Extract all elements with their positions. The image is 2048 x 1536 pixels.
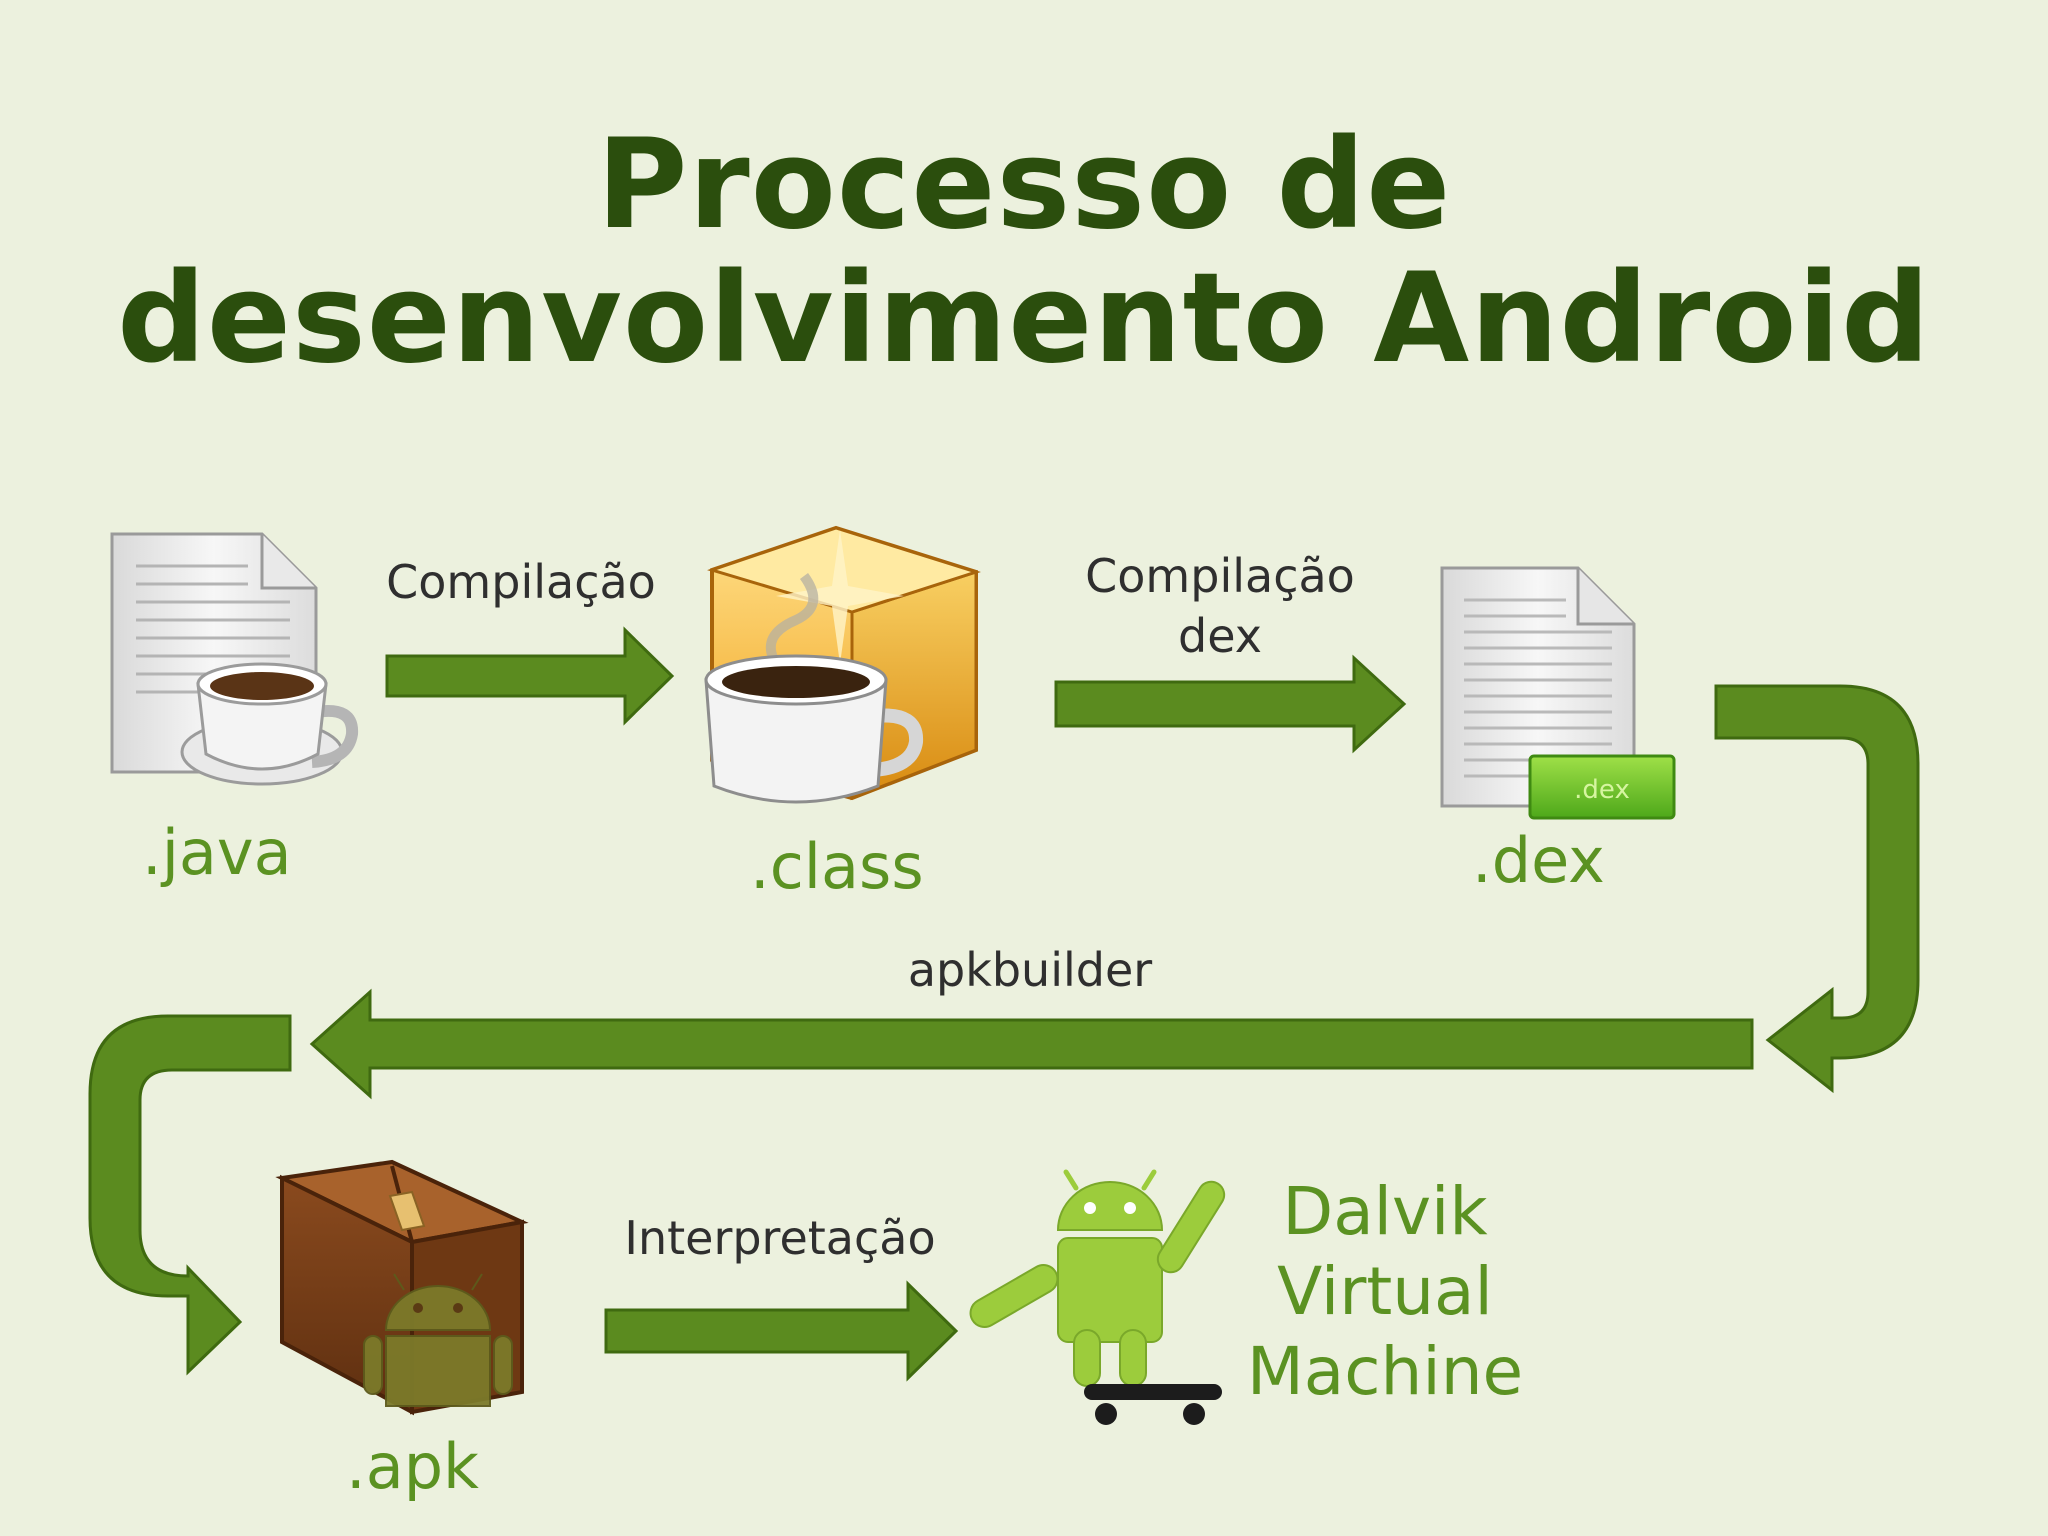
title-line-1: Processo de [596, 113, 1452, 257]
title-line-2: desenvolvimento Android [117, 247, 1931, 391]
java-file-icon [110, 532, 359, 786]
label-machine: Machine [1246, 1333, 1524, 1410]
label-interpret: Interpretação [624, 1211, 936, 1265]
label-dalvik: Dalvik [1282, 1173, 1488, 1250]
dex-badge-text: .dex [1574, 775, 1630, 805]
label-dalvik-vm: Dalvik Virtual Machine [1240, 1172, 1530, 1412]
label-compile-java: Compilação [386, 555, 656, 609]
label-compile-dex-line1: Compilação [1085, 549, 1355, 603]
apk-package-icon [275, 1159, 529, 1416]
label-class: .class [750, 830, 924, 903]
label-java: .java [142, 816, 292, 889]
label-virtual: Virtual [1277, 1253, 1493, 1330]
arrow-compile-dex [1054, 654, 1407, 754]
arrow-turn-left [88, 1014, 292, 1376]
label-dex: .dex [1472, 824, 1605, 897]
android-skateboard-icon [969, 1169, 1226, 1425]
page-title: Processo de desenvolvimento Android [0, 118, 2048, 386]
dex-file-icon: .dex [1440, 566, 1676, 820]
class-file-icon [704, 525, 981, 804]
label-apk: .apk [346, 1430, 479, 1503]
arrow-apkbuilder [309, 988, 1754, 1100]
label-compile-dex-line2: dex [1178, 609, 1262, 663]
label-compile-dex: Compilação dex [1070, 546, 1370, 666]
label-apkbuilder: apkbuilder [907, 943, 1153, 997]
arrow-compile-java [385, 626, 675, 726]
arrow-interpret [604, 1280, 959, 1382]
arrow-turn-right [1714, 684, 1920, 1094]
